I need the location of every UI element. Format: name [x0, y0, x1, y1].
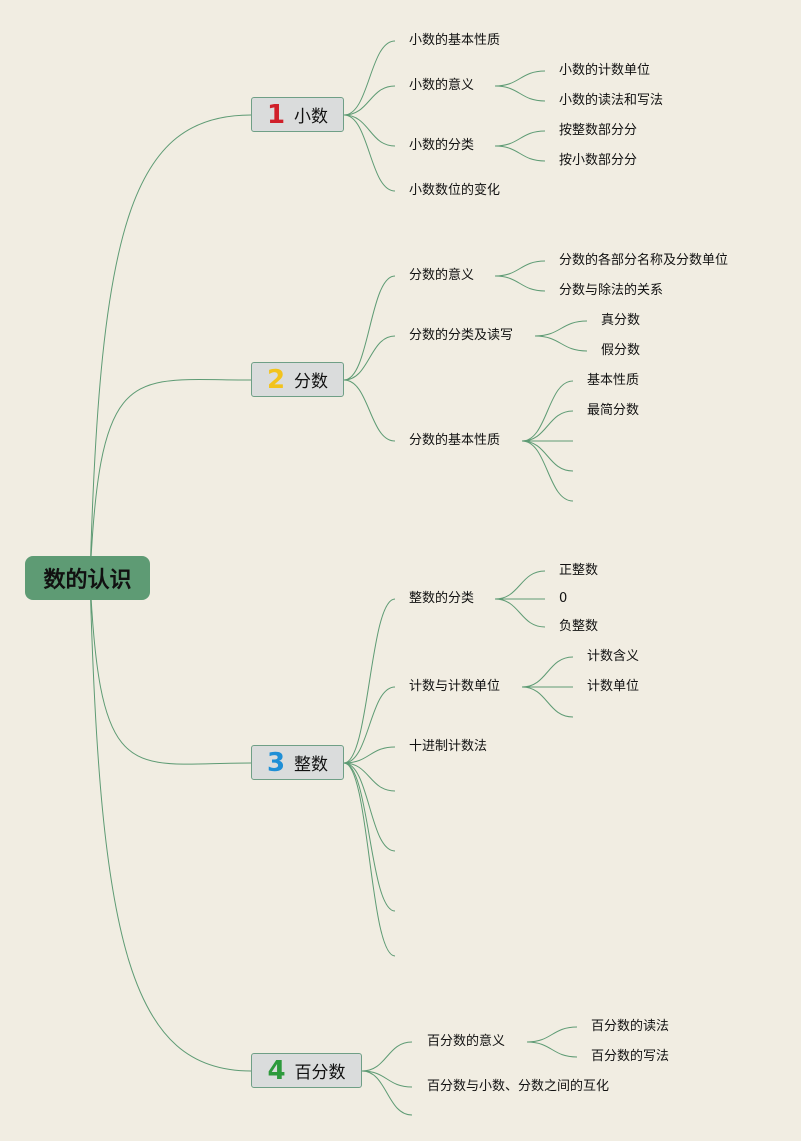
branch-label: 小数	[294, 107, 329, 127]
branch-label: 分数	[294, 372, 329, 392]
branch-connector	[343, 686, 396, 764]
branch-connector	[343, 85, 396, 116]
subtopic-node[interactable]: 小数的计数单位	[559, 63, 651, 78]
branch-label: 整数	[294, 755, 329, 775]
topic-node[interactable]: 计数与计数单位	[409, 679, 501, 694]
topic-node[interactable]: 小数的分类	[409, 138, 475, 153]
topic-node[interactable]: 分数的意义	[409, 268, 475, 283]
branch-connector	[343, 114, 396, 192]
branch-node-integers[interactable]: 3 整数	[251, 745, 344, 780]
topic-connector	[521, 686, 574, 718]
branch-connector	[343, 335, 396, 381]
topic-connector	[521, 440, 574, 472]
topic-connector	[521, 440, 574, 502]
topic-node[interactable]: 小数数位的变化	[409, 183, 501, 198]
branch-number: 4	[267, 1055, 286, 1086]
topic-connector	[494, 70, 546, 87]
branch-node-percents[interactable]: 4 百分数	[251, 1053, 362, 1088]
topic-connector	[494, 570, 546, 600]
branch-connector	[343, 762, 396, 852]
branch-number: 1	[266, 99, 286, 130]
subtopic-node[interactable]: 正整数	[559, 563, 599, 578]
subtopic-node[interactable]: 分数的各部分名称及分数单位	[559, 253, 729, 268]
topic-node[interactable]: 整数的分类	[409, 591, 475, 606]
subtopic-node[interactable]: 百分数的读法	[591, 1019, 670, 1034]
topic-node[interactable]: 十进制计数法	[409, 739, 488, 754]
subtopic-node[interactable]: 0	[559, 591, 568, 606]
topic-node[interactable]: 小数的意义	[409, 78, 475, 93]
topic-connector	[494, 130, 546, 147]
subtopic-node[interactable]: 真分数	[601, 313, 641, 328]
subtopic-node[interactable]: 分数与除法的关系	[559, 283, 664, 298]
branch-connector	[343, 762, 396, 912]
root-connector	[89, 378, 252, 579]
branch-connector	[361, 1070, 413, 1088]
topic-connector	[521, 410, 574, 442]
branch-connector	[343, 114, 396, 147]
subtopic-node[interactable]: 小数的读法和写法	[559, 93, 664, 108]
topic-node[interactable]: 小数的基本性质	[409, 33, 501, 48]
branch-node-decimals[interactable]: 1 小数	[251, 97, 344, 132]
topic-node[interactable]: 分数的分类及读写	[409, 328, 514, 343]
topic-node[interactable]: 分数的基本性质	[409, 433, 501, 448]
topic-connector	[521, 380, 574, 442]
topic-connector	[494, 145, 546, 162]
subtopic-node[interactable]: 最简分数	[587, 403, 640, 418]
topic-connector	[526, 1026, 578, 1043]
topic-connector	[494, 275, 546, 292]
branch-label: 百分数	[294, 1063, 346, 1083]
subtopic-node[interactable]: 按小数部分分	[559, 153, 638, 168]
topic-connector	[526, 1041, 578, 1058]
branch-connector	[343, 762, 396, 792]
subtopic-node[interactable]: 负整数	[559, 619, 599, 634]
branch-number: 2	[266, 364, 286, 395]
branch-connector	[343, 40, 396, 116]
branch-connector	[361, 1070, 413, 1116]
topic-connector	[534, 320, 588, 337]
root-connector	[89, 577, 252, 765]
topic-node[interactable]: 百分数的意义	[427, 1034, 506, 1049]
topic-connector	[534, 335, 588, 352]
root-node[interactable]: 数的认识	[25, 556, 150, 600]
topic-connector	[494, 598, 546, 628]
subtopic-node[interactable]: 基本性质	[587, 373, 640, 388]
branch-connector	[343, 746, 396, 764]
subtopic-node[interactable]: 按整数部分分	[559, 123, 638, 138]
branch-connector	[361, 1041, 413, 1072]
branch-number: 3	[266, 747, 286, 778]
branch-connector	[343, 379, 396, 442]
root-connector	[89, 114, 252, 579]
subtopic-node[interactable]: 百分数的写法	[591, 1049, 670, 1064]
topic-connector	[494, 85, 546, 102]
branch-connector	[343, 275, 396, 381]
branch-connector	[343, 598, 396, 764]
topic-connector	[521, 656, 574, 688]
subtopic-node[interactable]: 计数单位	[587, 679, 640, 694]
subtopic-node[interactable]: 假分数	[601, 343, 641, 358]
branch-node-fractions[interactable]: 2 分数	[251, 362, 344, 397]
root-connector	[89, 577, 252, 1072]
root-label: 数的认识	[43, 568, 132, 593]
subtopic-node[interactable]: 计数含义	[587, 649, 640, 664]
topic-connector	[494, 260, 546, 277]
branch-connector	[343, 762, 396, 957]
topic-node[interactable]: 百分数与小数、分数之间的互化	[427, 1079, 610, 1094]
